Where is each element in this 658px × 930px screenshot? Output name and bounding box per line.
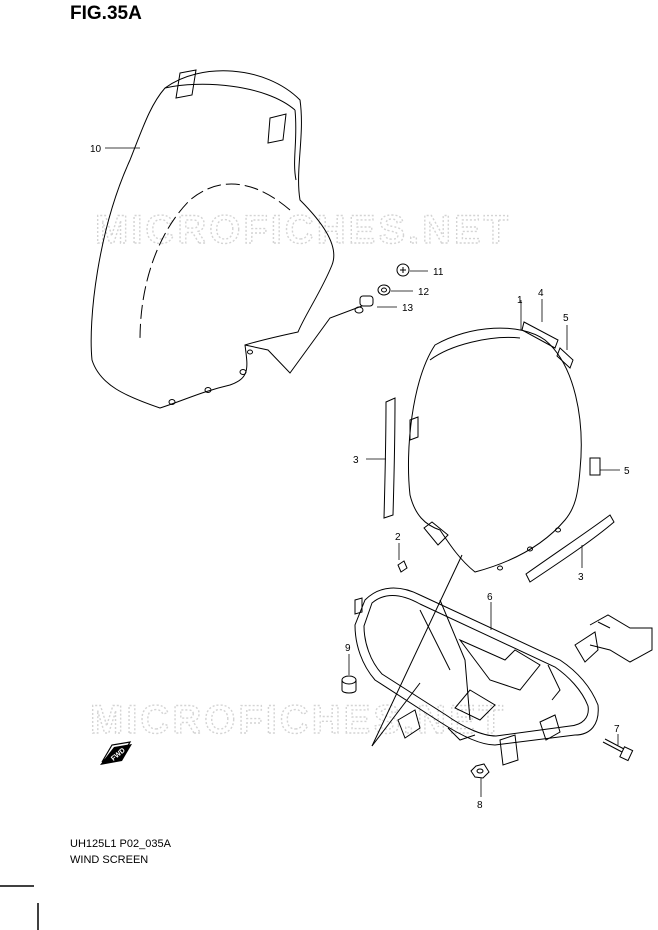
bracket-6 [354,554,653,766]
callout-7: 7 [614,724,620,735]
nut-8 [470,763,490,779]
callout-3-left: 3 [353,455,359,466]
callout-3-right: 3 [578,572,584,583]
watermark-bottom: MICROFICHES.NET [90,698,506,742]
corner-mark [0,885,39,930]
windscreen-10 [90,69,363,409]
callout-4: 4 [538,288,544,299]
cushion-5-lower [589,457,601,476]
inner-cover-1 [408,327,582,573]
grommet-9 [341,675,357,694]
cushion-4 [521,321,559,349]
callout-13: 13 [402,303,414,314]
callout-1: 1 [517,295,523,306]
nut-13 [354,295,374,314]
screw-2 [397,560,408,573]
strip-3-left [383,397,396,519]
fwd-arrow-icon: FWD [100,741,132,765]
section-name: WIND SCREEN [70,854,149,866]
callout-5-lower: 5 [624,466,630,477]
bolt-7 [602,738,634,762]
diagram-code: UH125L1 P02_035A [70,838,171,850]
callout-12: 12 [418,287,430,298]
callout-5-upper: 5 [563,313,569,324]
callout-2: 2 [395,532,401,543]
washer-12 [377,284,391,296]
figure-title: FIG.35A [70,3,142,24]
callout-8: 8 [477,800,483,811]
cushion-5-upper [556,347,574,369]
callout-11: 11 [433,267,444,278]
watermark-top: MICROFICHES.NET [95,208,511,252]
screw-11 [396,263,410,277]
callout-9: 9 [345,643,351,654]
callout-10: 10 [90,144,102,155]
callout-6: 6 [487,592,493,603]
strip-3-right [525,514,615,583]
